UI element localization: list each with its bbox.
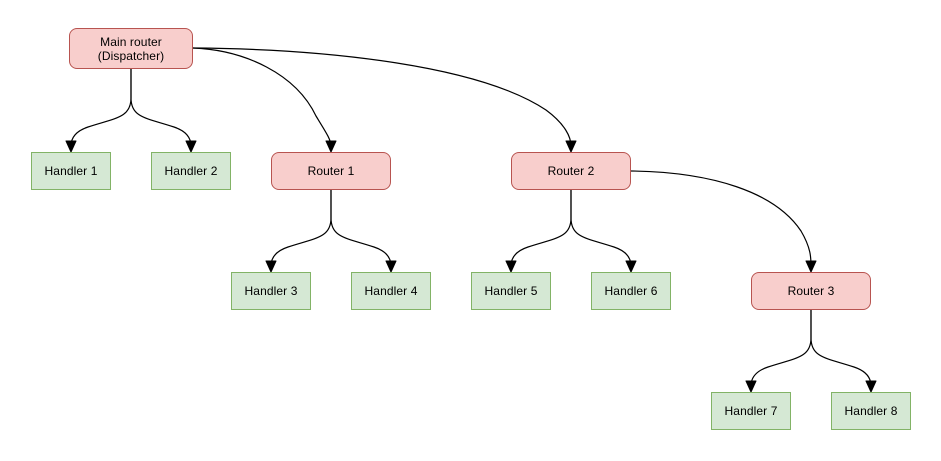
edge-line	[750, 309, 812, 387]
node-label: Router 2	[547, 164, 595, 178]
node-handler-3[interactable]: Handler 3	[231, 272, 311, 310]
node-router-1[interactable]: Router 1	[271, 152, 391, 190]
edge-arrowhead-icon	[805, 260, 817, 273]
node-label: Handler 6	[604, 284, 658, 298]
node-handler-5[interactable]: Handler 5	[471, 272, 551, 310]
node-handler-7[interactable]: Handler 7	[711, 392, 791, 430]
edge-line	[510, 189, 572, 267]
node-handler-4[interactable]: Handler 4	[351, 272, 431, 310]
node-router-2[interactable]: Router 2	[511, 152, 631, 190]
edge-router-2-to-handler-6	[570, 189, 637, 273]
edge-router-3-to-handler-7	[745, 309, 812, 393]
node-label: Handler 1	[44, 164, 98, 178]
node-main-router[interactable]: Main router (Dispatcher)	[69, 28, 193, 69]
edge-arrowhead-icon	[625, 260, 637, 273]
edge-arrowhead-icon	[565, 140, 577, 153]
edge-router-3-to-handler-8	[810, 309, 877, 393]
edge-main-to-handler-1	[65, 68, 132, 153]
node-label: Handler 2	[164, 164, 218, 178]
edge-arrowhead-icon	[865, 380, 877, 393]
edge-arrowhead-icon	[325, 140, 337, 153]
node-label: Handler 8	[844, 404, 898, 418]
node-label: Router 1	[307, 164, 355, 178]
node-label: Handler 4	[364, 284, 418, 298]
node-handler-8[interactable]: Handler 8	[831, 392, 911, 430]
node-label: Handler 7	[724, 404, 778, 418]
edge-line	[810, 309, 872, 387]
node-label: Handler 3	[244, 284, 298, 298]
edge-arrowhead-icon	[505, 260, 517, 273]
edge-router-2-to-handler-5	[505, 189, 572, 273]
edge-router-1-to-handler-3	[265, 189, 332, 273]
edge-line	[630, 170, 812, 267]
edge-line	[130, 68, 192, 147]
node-label: Handler 5	[484, 284, 538, 298]
edge-line	[192, 47, 572, 147]
edge-main-to-router-2	[192, 47, 577, 153]
edge-arrowhead-icon	[745, 380, 757, 393]
edge-arrowhead-icon	[265, 260, 277, 273]
edge-arrowhead-icon	[65, 140, 77, 153]
edge-main-to-handler-2	[130, 68, 197, 153]
edge-main-to-router-1	[192, 47, 337, 153]
node-router-3[interactable]: Router 3	[751, 272, 871, 310]
edge-line	[70, 68, 132, 147]
node-label: Router 3	[787, 284, 835, 298]
edge-arrowhead-icon	[385, 260, 397, 273]
edge-router-2-to-router-3	[630, 170, 817, 273]
node-handler-6[interactable]: Handler 6	[591, 272, 671, 310]
node-handler-1[interactable]: Handler 1	[31, 152, 111, 190]
edge-line	[330, 189, 392, 267]
edge-line	[570, 189, 632, 267]
node-handler-2[interactable]: Handler 2	[151, 152, 231, 190]
edge-arrowhead-icon	[185, 140, 197, 153]
edge-line	[192, 47, 332, 147]
node-label: Main router (Dispatcher)	[97, 34, 165, 63]
edge-router-1-to-handler-4	[330, 189, 397, 273]
edge-line	[270, 189, 332, 267]
